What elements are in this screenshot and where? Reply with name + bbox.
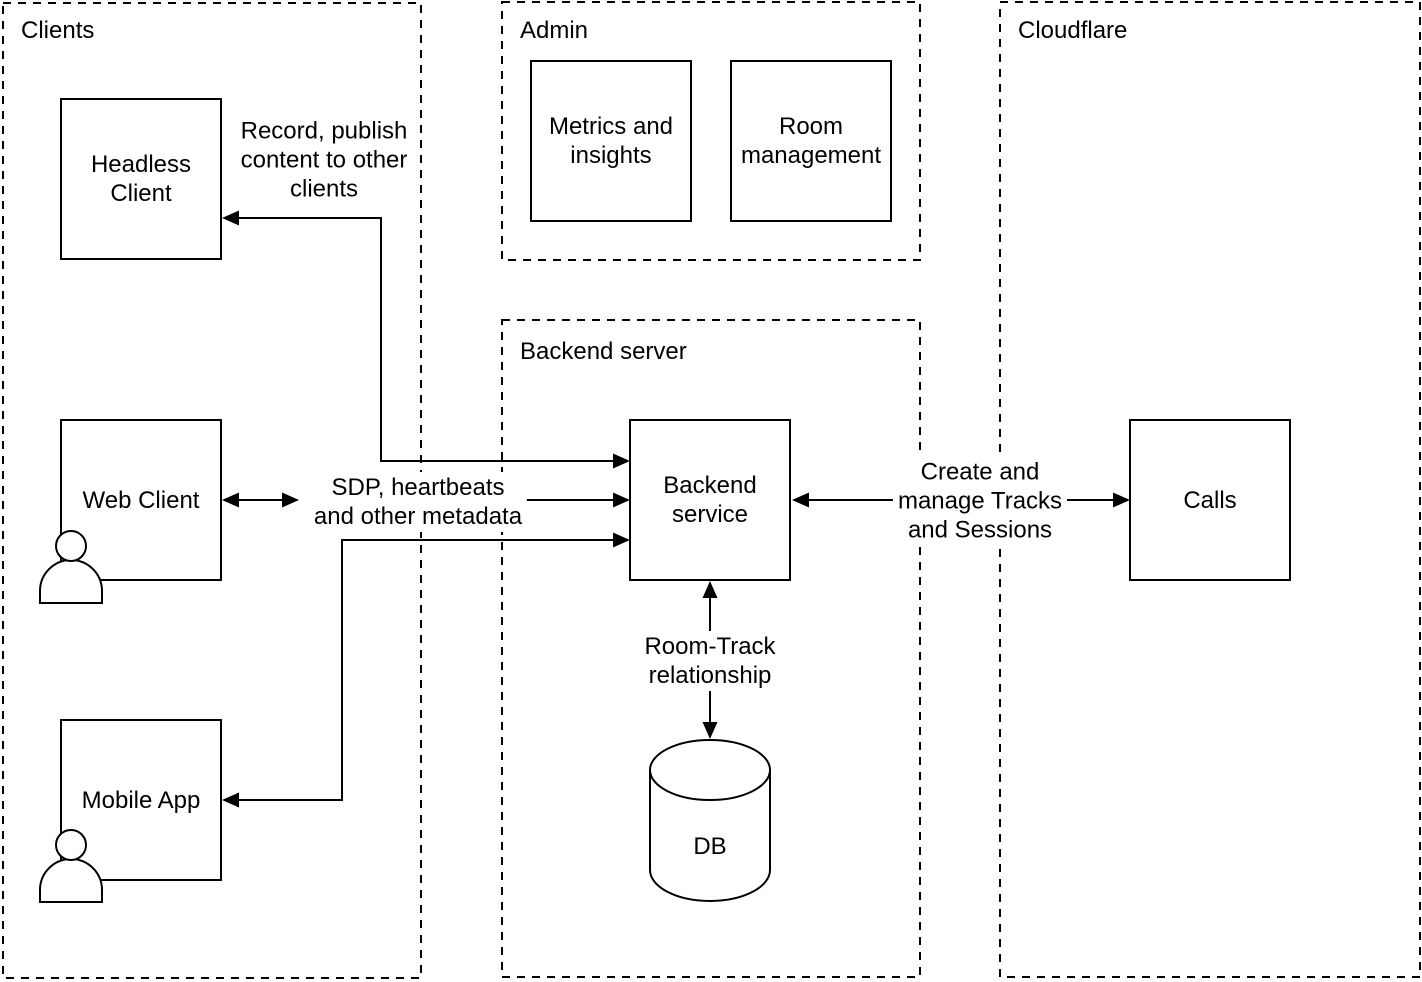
backend-server-container-title: Backend server — [520, 338, 687, 365]
db-label: DB — [693, 832, 727, 860]
arrowhead-into-calls — [1113, 492, 1130, 508]
room-management-label: Room management — [740, 113, 882, 169]
calls-label: Calls — [1183, 486, 1237, 514]
mobile-app-label: Mobile App — [81, 786, 201, 814]
clients-container-title: Clients — [21, 17, 95, 44]
arrowhead-into-db — [702, 722, 718, 739]
mobile-app-box — [60, 719, 222, 881]
edge-label-sdp-heartbeats: SDP, heartbeats and other metadata — [308, 472, 528, 532]
web-client-user-head-icon — [55, 530, 87, 562]
arrowhead-web-toward-backend — [282, 492, 299, 508]
arrowhead-db-into-backend — [702, 581, 718, 598]
headless-client-label: Headless Client — [90, 151, 192, 207]
arrowhead-mobile-into-backend — [613, 532, 630, 548]
arrowhead-into-web-client — [222, 492, 239, 508]
arrowhead-calls-into-backend — [792, 492, 809, 508]
arrowhead-web-into-backend — [613, 492, 630, 508]
arrowhead-into-mobile-app — [222, 792, 239, 808]
backend-service-box — [629, 419, 791, 581]
edge-mobile-backend-line — [239, 539, 613, 801]
web-client-label: Web Client — [82, 486, 200, 514]
room-management-box — [730, 60, 892, 222]
backend-service-label: Backend service — [663, 472, 757, 528]
edge-label-record-publish: Record, publish content to other clients — [235, 115, 413, 205]
headless-client-box — [60, 98, 222, 260]
arrowhead-headless-into-backend — [613, 453, 630, 469]
web-client-box — [60, 419, 222, 581]
edge-label-room-track-relationship: Room-Track relationship — [639, 631, 781, 691]
metrics-insights-label: Metrics and insights — [548, 113, 674, 169]
edge-label-create-manage-tracks: Create and manage Tracks and Sessions — [892, 456, 1068, 546]
admin-container-title: Admin — [520, 17, 589, 44]
metrics-insights-box — [530, 60, 692, 222]
db-cylinder-top — [649, 739, 771, 801]
edge-headless-backend-line — [239, 217, 613, 462]
arrowhead-into-headless-client — [222, 210, 239, 226]
cloudflare-container-title: Cloudflare — [1018, 17, 1128, 44]
mobile-app-user-head-icon — [55, 829, 87, 861]
backend-server-container-border — [501, 319, 921, 978]
db-cylinder-body — [649, 770, 771, 902]
admin-container-border — [501, 1, 921, 261]
calls-box — [1129, 419, 1291, 581]
